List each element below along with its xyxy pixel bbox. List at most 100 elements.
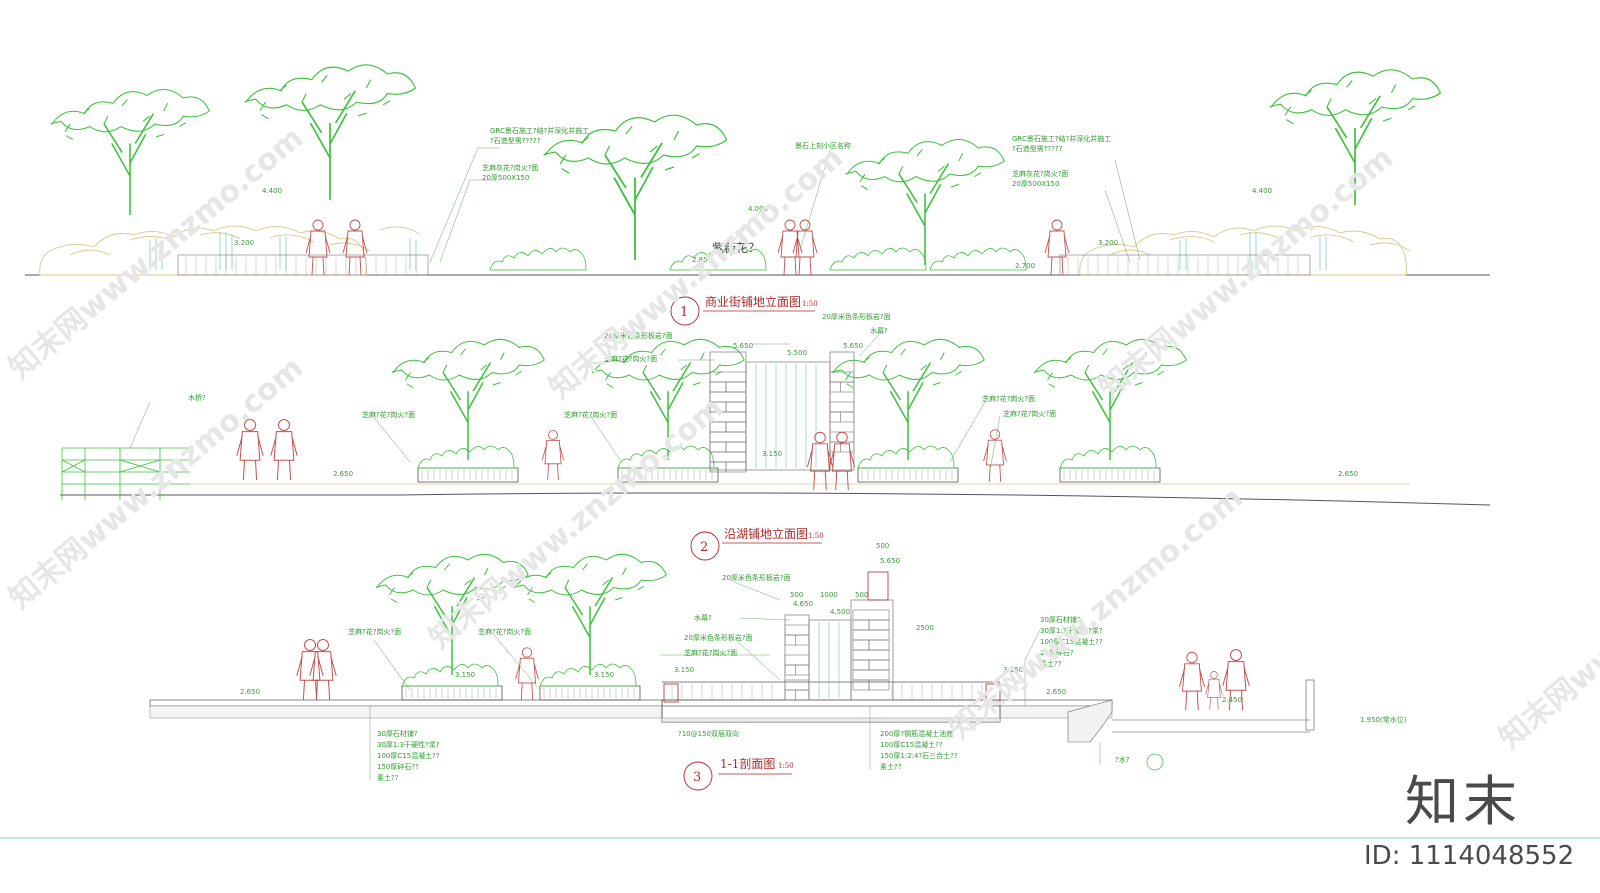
drawing-3-layer-right-4: 20厚碎石? <box>1040 648 1074 657</box>
drawing-3-layer-mid-1: ?10@150双层双向 <box>678 729 739 738</box>
drawing-3-layer-mid-4: 150厚1:2:4?石三合土?? <box>880 751 958 760</box>
wooden-bridge <box>61 447 190 500</box>
drawing-2-label-9: 芝麻?花?岗火?面 <box>1003 409 1056 418</box>
drawing-1-label-8: 芝麻灰花?岗火?面 <box>1012 169 1068 178</box>
drawing-3-scale: 1:50 <box>778 762 794 770</box>
drawing-1-label-5: 景石上刻小区名称 <box>795 141 851 150</box>
drawing-2-label-2: 20厚米色条形板岩?面 <box>604 331 673 340</box>
drawing-2-dim-3: 5.650 <box>843 342 863 350</box>
drawing-3-dim-8: 2500 <box>916 624 934 632</box>
drawing-3-label-6: 芝麻?花?岗火?面 <box>478 627 531 636</box>
drawing-2-title: 沿湖铺地立面图 <box>724 526 808 541</box>
drawing-3-dim-2: 5.650 <box>880 557 900 565</box>
drawing-1-label-7: ?石造型需????? <box>1012 144 1063 153</box>
drawing-2-label-5: 水幕? <box>870 326 888 335</box>
drawing-2-number-circle <box>690 531 720 561</box>
drawing-2-dim-4: 3.150 <box>762 450 782 458</box>
drawing-3-number-circle <box>683 761 713 791</box>
drawing-3-dim-4: 1000 <box>820 591 838 599</box>
drawing-2-dim-5: 2.650 <box>333 470 353 478</box>
drawing-3-dim-3: 500 <box>790 591 803 599</box>
drawing-2-number: 2 <box>700 540 708 555</box>
drawing-3-label-3: 20厚米色条形板岩?面 <box>684 633 753 642</box>
drawing-1-label-4: 20厚500X150 <box>482 174 529 182</box>
drawing-1-title: 商业街铺地立面图 <box>705 294 801 309</box>
drawing-3-dim-14: 2.650 <box>1046 688 1066 696</box>
watermark-site-2: 知末网www.znzmo.com <box>543 140 850 406</box>
drawing-3-bottom-note: ?水? <box>1115 755 1130 764</box>
drawing-3-layer-left-5: 素土?? <box>377 773 399 782</box>
drawing-3-number: 3 <box>693 770 701 785</box>
drawing-2-dim-2: 5.500 <box>787 349 807 357</box>
watermark-site-3: 知末网www.znzmo.com <box>1093 140 1400 406</box>
drawing-1-label-1: GRC景石施工?结?并深化并施工 <box>490 126 589 135</box>
drawing-1-dim-7: 4.400 <box>1252 187 1272 195</box>
drawing-3-dim-12: 3.150 <box>1003 666 1023 674</box>
drawing-1-label-3: 芝麻灰花?岗火?面 <box>482 163 538 172</box>
drawing-1-shopping-street-elevation: GRC景石施工?结?并深化并施工 ?石造型需????? 芝麻灰花?岗火?面 20… <box>25 63 1490 326</box>
section-water-wall <box>784 571 894 701</box>
drawing-2-dim-1: 5.650 <box>733 342 753 350</box>
drawing-3-dim-10: 3.150 <box>455 671 475 679</box>
drawing-1-dim-3: 4.000 <box>748 205 768 213</box>
drawing-3-layer-right-3: 100厚C15混凝土?? <box>1040 637 1103 646</box>
drawing-2-label-3: 20厚米色条形板岩?面 <box>822 312 891 321</box>
watermark-site-4: 知末网www.znzmo.com <box>3 350 310 616</box>
watermark-site-7: 知末网www.znzmo.com <box>1493 490 1600 756</box>
drawing-3-dim-7: 4.500 <box>830 608 850 616</box>
drawing-1-dim-4: 2.850 <box>692 256 712 264</box>
drawing-1-number: 1 <box>680 305 688 320</box>
rockery-left <box>39 225 421 276</box>
drawing-1-dim-6: 3.200 <box>1098 239 1118 247</box>
drawing-1-scale: 1:50 <box>802 300 818 308</box>
drawing-3-layer-left-3: 100厚C15混凝土?? <box>377 751 440 760</box>
drawing-3-section: 20厚米色条形板岩?面 水幕? 20厚米色条形板岩?面 芝麻?花?岗火?面 芝麻… <box>149 542 1407 791</box>
watermark-site-1: 知末网www.znzmo.com <box>3 120 310 386</box>
drawing-3-layer-left-2: 30厚1:3干硬性?浆? <box>377 740 440 749</box>
drawing-1-annotation: 紫薇花？ <box>712 240 760 255</box>
drawing-3-layer-right-5: 素土?? <box>1040 659 1062 668</box>
drawing-3-dim-13: 2.650 <box>240 688 260 696</box>
drawing-3-dim-6: 4.650 <box>793 600 813 608</box>
drawing-1-label-6: GRC景石施工?结?并深化并施工 <box>1012 134 1111 143</box>
watermark-id: ID: 1114048552 <box>1364 841 1574 871</box>
drawing-2-dim-6: 2.650 <box>1338 470 1358 478</box>
water-feature-wall <box>709 351 855 473</box>
drawing-3-dim-9: 3.150 <box>674 666 694 674</box>
drawing-3-layer-left-4: 150厚碎石?? <box>377 762 419 771</box>
drawing-3-label-1: 20厚米色条形板岩?面 <box>722 573 791 582</box>
rockery-right <box>1079 225 1411 276</box>
drawing-3-dim-5: 500 <box>855 591 868 599</box>
drawing-1-label-9: 20厚500X150 <box>1012 180 1059 188</box>
drawing-3-layer-right-1: 30厚石材铺? <box>1040 615 1081 624</box>
drawing-3-label-4: 芝麻?花?岗火?面 <box>684 648 737 657</box>
drawing-3-dim-16: 1.950(常水位) <box>1360 715 1407 724</box>
drawing-1-label-2: ?石造型需????? <box>490 136 541 145</box>
drawing-3-label-2: 水幕? <box>694 613 712 622</box>
drawing-3-layer-mid-3: 100厚C15混凝土?? <box>880 740 943 749</box>
drawing-3-label-5: 芝麻?花?岗火?面 <box>348 627 401 636</box>
drawing-1-dim-1: 4.400 <box>262 187 282 195</box>
drawing-2-label-7: 芝麻?花?岗火?面 <box>564 410 617 419</box>
drawing-3-dim-1: 500 <box>876 542 889 550</box>
drawing-3-title: 1-1剖面图 <box>720 757 775 771</box>
drawing-2-label-4: 芝麻?花?岗火?面 <box>604 354 657 363</box>
drawing-1-number-circle <box>670 296 700 326</box>
drawing-3-dim-11: 3.150 <box>594 671 614 679</box>
drawing-3-detail-marker <box>1146 753 1164 771</box>
waterfall-left <box>149 232 417 270</box>
watermark-brand: 知末 <box>1405 770 1521 833</box>
drawing-2-scale: 1:50 <box>808 532 824 540</box>
drawing-2-label-6: 芝麻?花?岗火?面 <box>362 410 415 419</box>
drawing-2-label-1: 木桥? <box>188 393 206 402</box>
drawing-3-layer-left-1: 30厚石材铺? <box>377 729 418 738</box>
drawing-3-dim-15: 2.450 <box>1222 696 1242 704</box>
drawing-2-label-8: 芝麻?花?岗火?面 <box>982 394 1035 403</box>
drawing-3-layer-right-2: 30厚1:3干硬性?浆? <box>1040 626 1103 635</box>
drawing-1-dim-2: 3.200 <box>234 239 254 247</box>
drawing-3-layer-mid-2: 200厚?钢筋混凝土池底 <box>880 729 953 738</box>
drawing-2-lakeside-elevation: 木桥? 20厚米色条形板岩?面 20厚米色条形板岩?面 芝麻?花?岗火?面 水幕… <box>60 312 1491 561</box>
drawing-1-dim-5: 2.700 <box>1015 262 1035 270</box>
drawing-3-layer-mid-5: 素土?? <box>880 762 902 771</box>
